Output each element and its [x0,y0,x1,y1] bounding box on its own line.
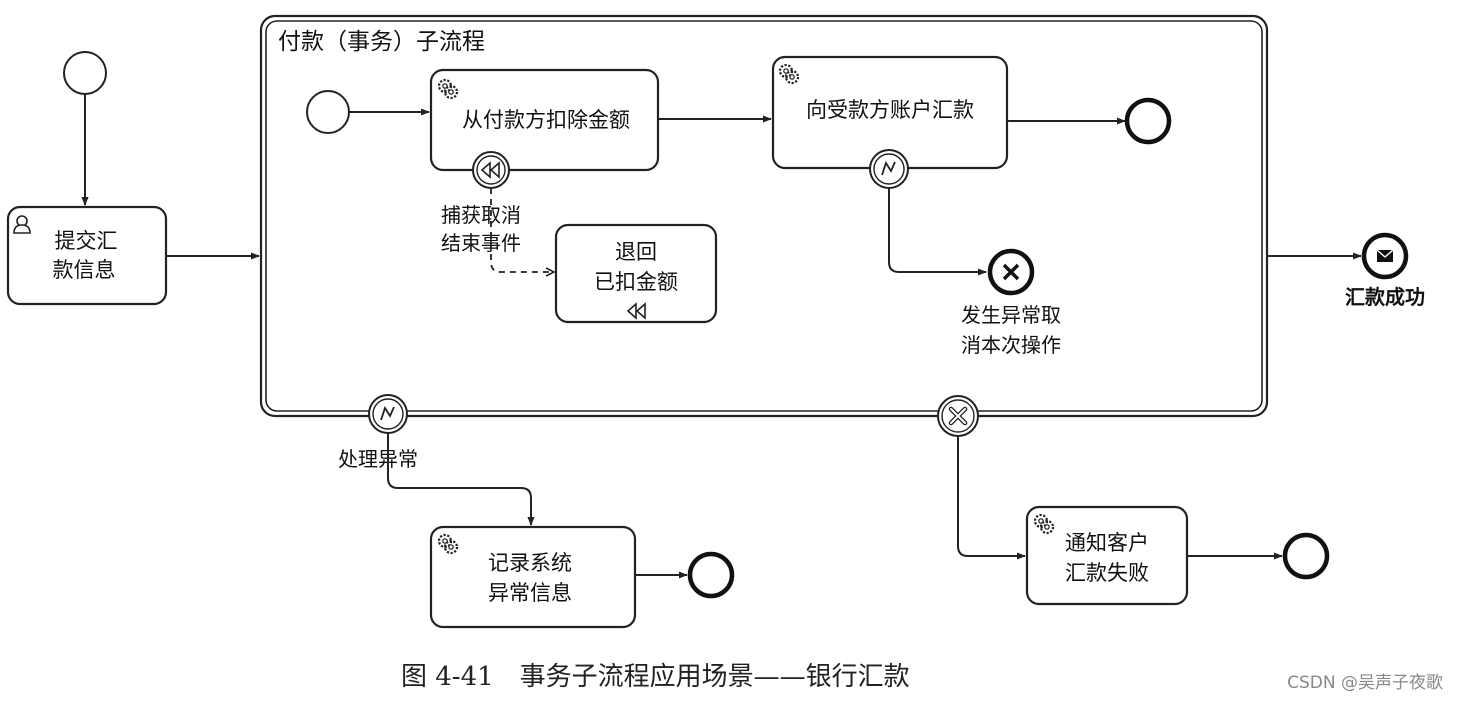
cancel-boundary-event[interactable] [937,395,979,437]
sub-start-event[interactable] [306,90,350,134]
flow-cancel-to-notify [957,436,1026,560]
refund-deducted-task[interactable]: 退回 已扣金额 [554,223,718,324]
refund-task-label-1: 退回 [615,240,657,264]
handle-error-label: 处理异常 [338,447,418,471]
subprocess-title: 付款（事务）子流程 [278,29,485,55]
catch-cancel-label-2: 结束事件 [441,231,521,255]
subprocess-error-boundary-event[interactable] [368,394,408,434]
remit-to-payee-task[interactable]: 向受款方账户汇款 [771,55,1009,170]
cancel-icon-2 [950,408,966,424]
catch-cancel-label-1: 捕获取消 [441,203,521,227]
compensation-boundary-event[interactable] [472,151,510,189]
success-label: 汇款成功 [1345,285,1425,309]
notify-customer-task[interactable]: 通知客户 汇款失败 [1025,505,1189,606]
submit-task-label-2: 款信息 [53,258,116,282]
log-end-event[interactable] [687,551,735,599]
transaction-subprocess[interactable]: 付款（事务）子流程 [259,14,1269,418]
user-task-icon [13,215,31,234]
submit-task-label-1: 提交汇 [55,229,118,253]
log-task-label-2: 异常信息 [488,581,572,605]
flow-error-to-log [387,433,535,526]
error-boundary-event[interactable] [869,149,909,189]
notify-task-label-1: 通知客户 [1065,531,1149,555]
start-event[interactable] [63,51,107,95]
message-end-event[interactable] [1361,232,1409,280]
cancel-end-label-2: 消本次操作 [961,333,1061,357]
cancel-end-event[interactable] [987,248,1035,296]
cancel-icon [1002,263,1020,281]
cancel-end-label-1: 发生异常取 [961,303,1061,327]
flow-error-to-cancel-end [888,188,987,276]
notify-task-label-2: 汇款失败 [1065,561,1149,585]
deduct-amount-task[interactable]: 从付款方扣除金额 [429,68,660,172]
compensation-association [490,188,554,272]
sub-end-event[interactable] [1124,97,1172,145]
csdn-watermark: CSDN @吴声子夜歌 [1287,673,1443,693]
notify-end-event[interactable] [1282,532,1330,580]
log-system-error-task[interactable]: 记录系统 异常信息 [429,525,637,629]
refund-task-label-2: 已扣金额 [594,270,678,294]
submit-remittance-task[interactable]: 提交汇 款信息 [6,205,168,306]
figure-caption: 图 4-41 事务子流程应用场景——银行汇款 [401,662,910,692]
log-task-label-1: 记录系统 [488,551,572,575]
deduct-task-label: 从付款方扣除金额 [462,108,630,132]
remit-task-label: 向受款方账户汇款 [806,98,974,122]
